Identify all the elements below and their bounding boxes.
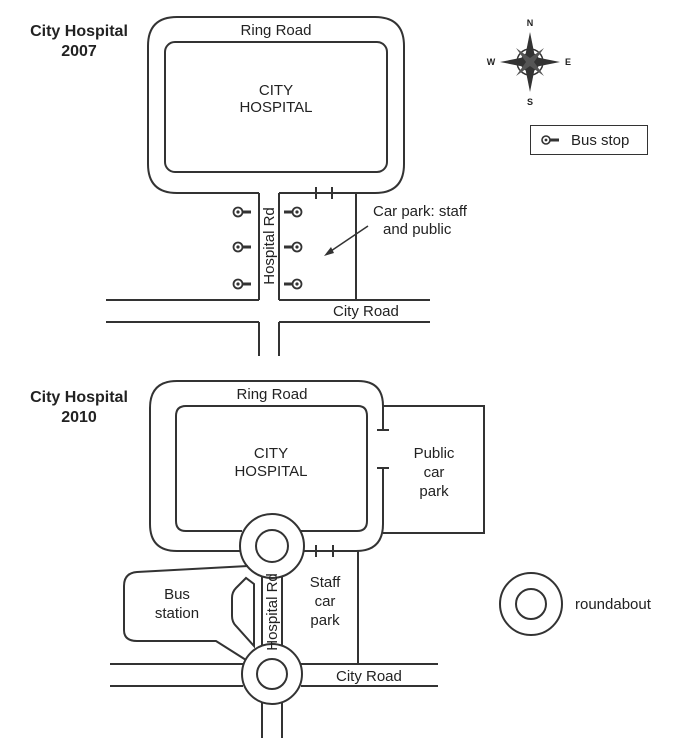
bus-stop-icon bbox=[541, 135, 559, 145]
roundabout-north-outer bbox=[239, 513, 305, 579]
hospital-2010-label-line1: CITY bbox=[254, 445, 288, 462]
map-2007-title-line1: City Hospital bbox=[30, 23, 128, 40]
hospital-rd-2010-label: Hospital Rd bbox=[264, 573, 281, 651]
compass-north-label: N bbox=[527, 18, 534, 28]
staff-car-park-label-line2: car bbox=[315, 593, 336, 610]
bus-stop-legend: Bus stop bbox=[530, 125, 648, 155]
hospital-rd-2007-label: Hospital Rd bbox=[261, 207, 278, 285]
public-car-park bbox=[383, 405, 485, 534]
hospital-2007-label-line2: HOSPITAL bbox=[239, 99, 312, 116]
car-park-2007-label-line2: and public bbox=[383, 221, 452, 238]
car-park-2007-label-line1: Car park: staff bbox=[373, 203, 468, 220]
compass-west-label: W bbox=[487, 57, 496, 67]
roundabout-south-outer bbox=[241, 643, 303, 705]
map-2010: Ring Road CITY HOSPITAL Public car park … bbox=[110, 380, 485, 738]
map-2007-title-year: 2007 bbox=[61, 43, 97, 60]
bus-stop-icon bbox=[232, 241, 253, 253]
compass-icon: N S E W bbox=[487, 18, 571, 107]
bus-stop-legend-label: Bus stop bbox=[571, 131, 630, 149]
hospital-block-2007 bbox=[164, 41, 388, 173]
arrow-head-icon bbox=[324, 247, 334, 256]
bus-stop-icon bbox=[282, 241, 303, 253]
compass-east-label: E bbox=[565, 57, 571, 67]
roundabout-south-inner bbox=[256, 658, 288, 690]
hospital-block-2010 bbox=[175, 405, 368, 532]
city-road-2007-label: City Road bbox=[333, 303, 399, 320]
bus-station-label-line1: Bus bbox=[164, 586, 190, 603]
bus-stop-icon bbox=[282, 206, 303, 218]
ring-road-2007-outer bbox=[147, 16, 405, 194]
car-park-2007-arrow bbox=[327, 225, 369, 254]
roundabout-legend-label: roundabout bbox=[575, 596, 652, 613]
ring-road-2010-outer bbox=[149, 380, 384, 552]
city-road-2010-label: City Road bbox=[336, 668, 402, 685]
ring-road-2010-outer-east bbox=[290, 468, 384, 552]
hospital-2007-label-line1: CITY bbox=[259, 82, 293, 99]
map-2010-title-line1: City Hospital bbox=[30, 389, 128, 406]
map-2007: Ring Road CITY HOSPITAL Hospital Rd Car … bbox=[106, 16, 468, 356]
map-2007-title: City Hospital 2007 bbox=[14, 22, 144, 62]
roundabout-north-inner bbox=[255, 529, 289, 563]
roundabout-icon bbox=[499, 572, 563, 636]
ring-road-2007-label: Ring Road bbox=[241, 22, 312, 39]
bus-station-label-line2: station bbox=[155, 605, 199, 622]
bus-stop-icon bbox=[232, 206, 253, 218]
hospital-2010-label-line2: HOSPITAL bbox=[234, 463, 307, 480]
bus-lane-island bbox=[231, 576, 255, 649]
map-2010-title-year: 2010 bbox=[61, 409, 97, 426]
public-car-park-label-line1: Public bbox=[414, 445, 455, 462]
bus-stop-icon bbox=[282, 278, 303, 290]
staff-car-park-label-line3: park bbox=[310, 612, 340, 629]
compass-south-label: S bbox=[527, 97, 533, 107]
public-car-park-label-line2: car bbox=[424, 464, 445, 481]
staff-car-park-label-line1: Staff bbox=[310, 574, 341, 591]
ring-road-2010-label: Ring Road bbox=[237, 386, 308, 403]
bus-station bbox=[123, 565, 249, 661]
public-car-park-label-line3: park bbox=[419, 483, 449, 500]
bus-stop-icon bbox=[232, 278, 253, 290]
map-2010-title: City Hospital 2010 bbox=[14, 388, 144, 428]
